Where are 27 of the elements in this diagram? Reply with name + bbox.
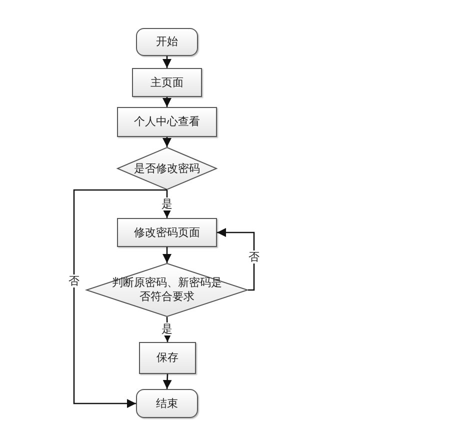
edge-label: 是 <box>160 322 174 336</box>
decision-diamond <box>86 263 248 317</box>
edge-label: 否 <box>68 274 80 288</box>
process-box <box>139 342 196 374</box>
node-text: 保存 <box>156 351 178 365</box>
node-text: 个人中心查看 <box>134 115 200 129</box>
node-text: 主页面 <box>150 76 184 90</box>
node-text: 结束 <box>156 396 178 410</box>
arrow <box>162 56 172 68</box>
arrow <box>162 247 172 263</box>
arrow <box>162 374 172 390</box>
edge-label: 否 <box>248 250 260 264</box>
edge-label: 是 <box>160 198 174 210</box>
arrow <box>217 228 255 291</box>
terminal-box <box>136 389 198 418</box>
arrow <box>73 189 167 408</box>
arrow <box>162 137 172 147</box>
process-box <box>117 218 217 247</box>
process-box <box>132 68 202 97</box>
node-text: 开始 <box>156 35 178 49</box>
terminal-box <box>136 28 198 56</box>
node-text: 修改密码页面 <box>134 226 200 240</box>
node-text: 是否修改密码 <box>134 162 200 176</box>
decision-diamond <box>117 147 217 190</box>
node-text: 判断原密码、新密码是否符合要求 <box>111 276 223 304</box>
process-box <box>117 107 217 137</box>
arrow <box>162 97 172 107</box>
